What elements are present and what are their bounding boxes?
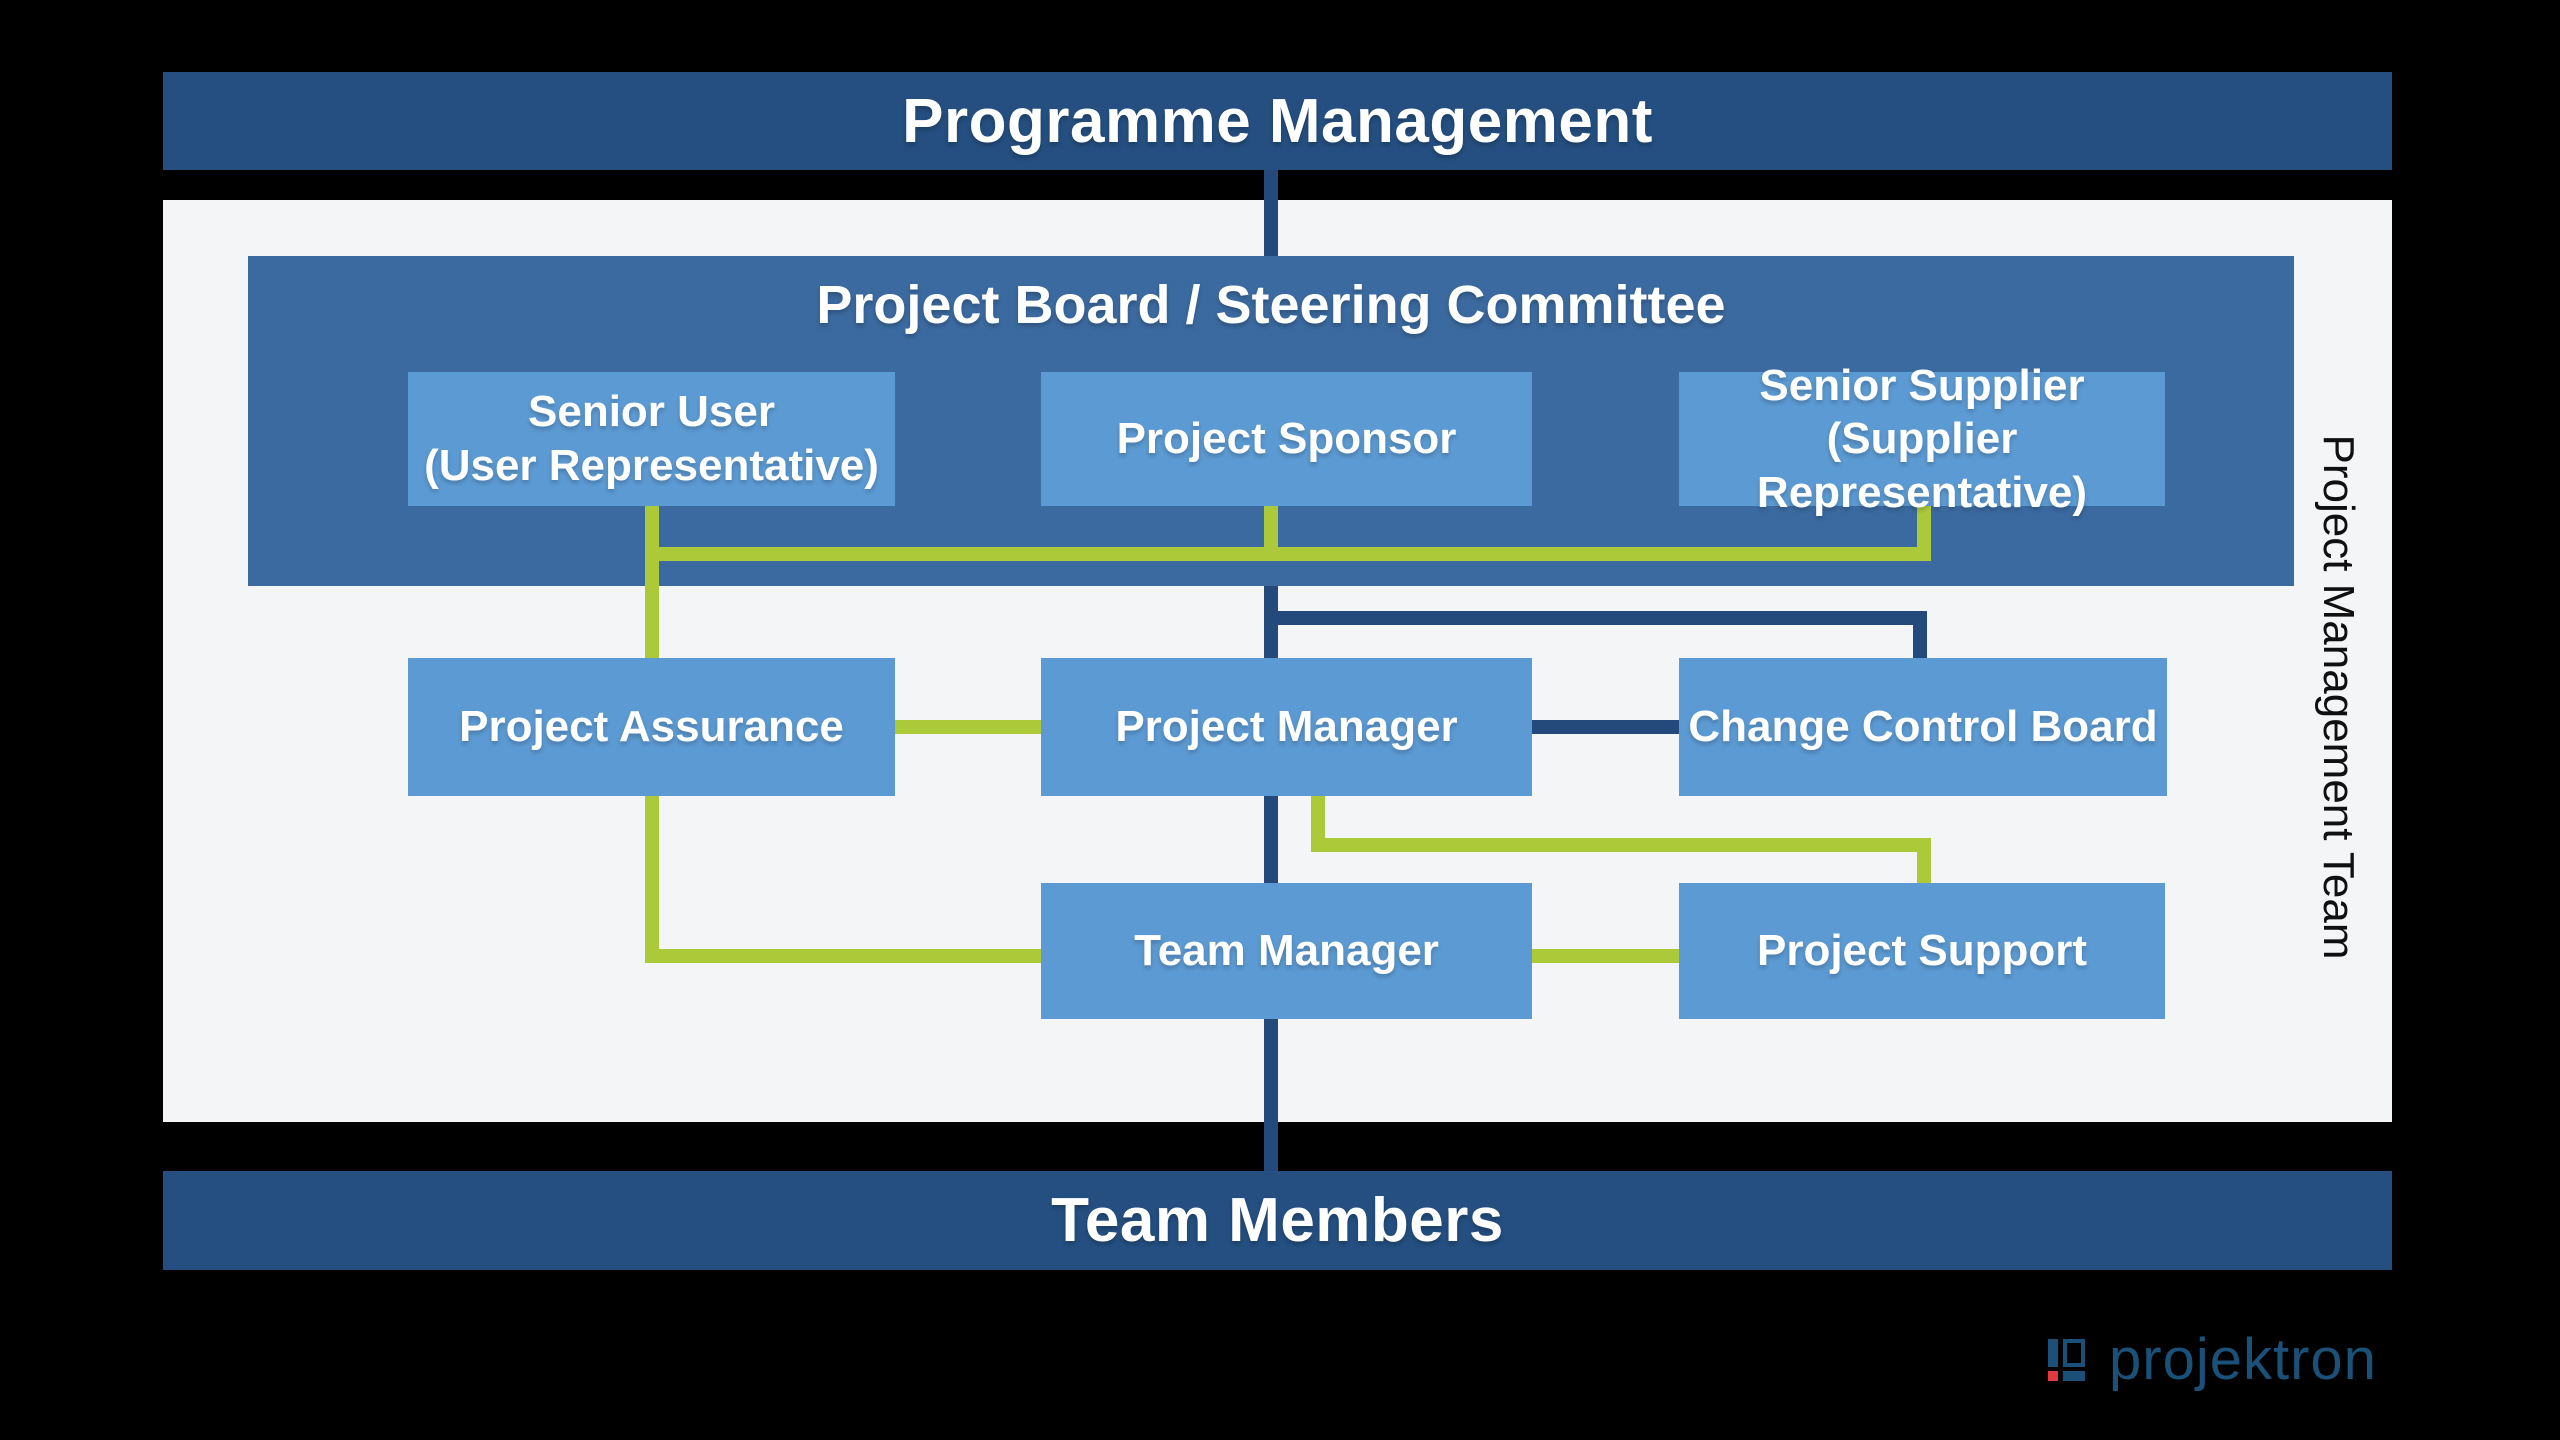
node-senior-supplier-line2: (Supplier Representative) (1756, 414, 2088, 517)
node-team-manager: Team Manager (1041, 883, 1532, 1019)
node-project-manager: Project Manager (1041, 658, 1532, 796)
node-project-assurance-line1: Project Assurance (459, 702, 844, 752)
projektron-logo-icon (2048, 1339, 2085, 1381)
projektron-logo-text: projektron (2109, 1327, 2377, 1392)
node-change-control-board: Change Control Board (1679, 658, 2167, 796)
node-senior-user-line1: Senior User (528, 387, 775, 437)
node-project-sponsor-line1: Project Sponsor (1116, 414, 1457, 464)
node-senior-supplier-line1: Senior Supplier (1759, 360, 2085, 410)
line-manager-to-ccb (1532, 720, 1679, 734)
project-management-team-label: Project Management Team (2314, 434, 2363, 960)
node-project-manager-line1: Project Manager (1115, 702, 1458, 752)
projektron-logo: projektron (2048, 1331, 2377, 1389)
line-manager-to-support-horizontal (1311, 838, 1931, 852)
node-project-support: Project Support (1679, 883, 2165, 1019)
line-sponsor-drop (1264, 506, 1278, 561)
logo-mark-red-square (2048, 1371, 2058, 1381)
team-members-label: Team Members (1051, 1186, 1504, 1255)
programme-management-label: Programme Management (902, 86, 1653, 156)
logo-mark-bar (2048, 1339, 2058, 1367)
node-team-manager-line1: Team Manager (1134, 926, 1439, 976)
line-assurance-to-teammanager-horizontal (645, 949, 1041, 963)
line-board-to-ccb-vertical (1913, 611, 1927, 658)
project-board-title: Project Board / Steering Committee (816, 275, 1726, 335)
logo-mark-rect (2063, 1371, 2085, 1381)
logo-mark-square-outline (2063, 1339, 2085, 1367)
line-teammanager-to-support (1532, 949, 1679, 963)
node-project-support-line1: Project Support (1756, 926, 2088, 976)
programme-management-bar: Programme Management (163, 72, 2392, 170)
team-members-bar: Team Members (163, 1171, 2392, 1270)
line-assurance-to-manager (895, 720, 1041, 734)
node-project-assurance: Project Assurance (408, 658, 895, 796)
line-manager-to-support-vertical1 (1311, 795, 1325, 852)
line-board-green-bus (645, 547, 1931, 561)
node-senior-user: Senior User (User Representative) (408, 372, 895, 506)
line-board-to-ccb-horizontal (1264, 611, 1927, 625)
node-senior-user-line2: (User Representative) (424, 441, 879, 490)
node-senior-supplier: Senior Supplier (Supplier Representative… (1679, 361, 2165, 517)
line-manager-to-support-vertical2 (1917, 838, 1931, 883)
node-project-sponsor: Project Sponsor (1041, 372, 1532, 506)
node-change-control-board-line1: Change Control Board (1688, 702, 2158, 752)
line-supplier-drop (1917, 506, 1931, 561)
